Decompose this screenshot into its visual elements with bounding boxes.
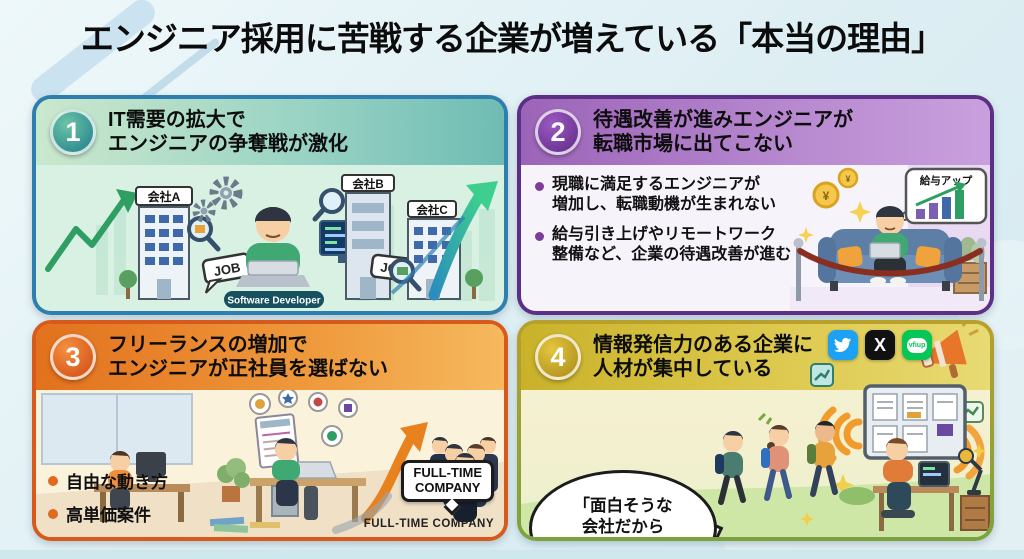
panel-3-number-badge: 3: [50, 334, 96, 380]
relaxed-engineer-figure: [869, 206, 908, 285]
panel-3-art: [36, 390, 504, 537]
social-icons-row: X vfiup: [828, 330, 932, 360]
bush: [839, 487, 875, 505]
panel-2-better-conditions: 2 待遇改善が進みエンジニアが 転職市場に出てこない 現職に満足するエンジニアが…: [517, 95, 994, 315]
panel-3-bullets: 自由な動き方 高単価案件: [48, 468, 233, 534]
transition-arrow-icon: [332, 422, 428, 534]
chart-phone-icon: [810, 363, 834, 387]
panel-3-illustration: 自由な動き方 高単価案件 FULL-TIME COMPANY FULL-TIME…: [36, 390, 504, 537]
developer-badge: Software Developer: [224, 291, 324, 308]
bullet-item: 現職に満足するエンジニアが 増加し、転職動機が生まれない: [535, 175, 803, 215]
books-stack: [209, 516, 280, 533]
panel-1-illustration: 会社A: [36, 165, 504, 311]
panel-2-art: ¥ ¥ 給与アップ: [790, 165, 990, 311]
bullet-item: 給与引き上げやリモートワーク 整備など、企業の待遇改善が進む: [535, 225, 803, 265]
panel-2-bullets: 現職に満足するエンジニアが 増加し、転職動機が生まれない 給与引き上げやリモート…: [535, 175, 803, 275]
panel-2-header: 2 待遇改善が進みエンジニアが 転職市場に出てこない: [521, 99, 990, 165]
bullet-item: 自由な動き方: [48, 468, 233, 493]
panel-4-title: 情報発信力のある企業に 人材が集中している: [593, 333, 813, 380]
panel-1-art: 会社A: [45, 174, 498, 308]
building-company-a: 会社A: [135, 186, 193, 300]
full-time-company-sign: FULL-TIME COMPANY: [401, 460, 494, 502]
company-b-label: 会社B: [351, 177, 383, 191]
rope-barrier: [793, 238, 987, 301]
magnifier-icon: [187, 216, 221, 252]
tree-icon: [119, 270, 137, 299]
building-windows: [145, 215, 183, 265]
x-icon: X: [865, 330, 895, 360]
motion-marks: [757, 412, 773, 425]
sparkle-icons: [800, 444, 986, 526]
bullet-item: 高単価案件: [48, 501, 233, 526]
panel-4-information-power: 4 情報発信力のある企業に 人材が集中している X vfiup: [517, 320, 994, 541]
freelancer-center-figure: [250, 438, 366, 522]
panel-3-title: フリーランスの増加で エンジニアが正社員を選ばない: [108, 333, 388, 380]
twitter-icon: [828, 330, 858, 360]
walking-candidates-group: [715, 412, 838, 505]
panel-1-title: IT需要の拡大で エンジニアの争奪戦が激化: [108, 108, 348, 155]
growth-arrow-icon: [45, 189, 138, 272]
gear-icon: [192, 176, 243, 223]
svg-text:¥: ¥: [823, 189, 830, 203]
company-c-label: 会社C: [415, 203, 447, 217]
job-bubble-left-label: JOB: [213, 260, 242, 279]
job-board-monitor: [863, 384, 967, 460]
bullet-dot: [535, 182, 544, 191]
skill-bubble-icons: [249, 390, 358, 447]
bullet-dot: [48, 508, 58, 519]
developer-figure: [236, 207, 310, 287]
building-company-b: 会社B: [341, 174, 395, 300]
panel-2-number-badge: 2: [535, 109, 581, 155]
sparkle-icons: [798, 201, 871, 243]
panel-1-it-demand: 1 IT需要の拡大で エンジニアの争奪戦が激化: [32, 95, 508, 315]
panel-2-title: 待遇改善が進みエンジニアが 転職市場に出てこない: [593, 108, 853, 155]
big-growth-arrow-icon: [390, 181, 498, 301]
coin-icons: ¥ ¥: [812, 167, 859, 209]
company-engineer-figure: [873, 438, 959, 531]
panel-3-header: 3 フリーランスの増加で エンジニアが正社員を選ばない: [36, 324, 504, 390]
line-icon: vfiup: [902, 330, 932, 360]
svg-text:¥: ¥: [845, 174, 850, 184]
job-bubble-left: JOB: [201, 252, 253, 294]
salary-up-bubble: 給与アップ: [891, 167, 988, 225]
walker-figure: [715, 431, 746, 505]
walker-figure: [761, 425, 792, 501]
panel-1-number-badge: 1: [50, 109, 96, 155]
desk-lamp-icon: [958, 448, 983, 495]
plant-icon: [217, 458, 250, 502]
bullet-dot: [535, 232, 544, 241]
deco-bottom-strip: [0, 550, 1024, 559]
drawer-icon: [960, 495, 990, 531]
bullet-dot: [48, 475, 58, 486]
tree-icon: [465, 269, 483, 299]
magnifier-icon: [312, 188, 345, 222]
panel-2-illustration: ¥ ¥ 給与アップ: [521, 165, 990, 311]
page-title: エンジニア採用に苦戦する企業が増えている「本当の理由」: [80, 20, 944, 57]
panel-4-art-main: [521, 324, 990, 537]
panel-3-freelance: 3 フリーランスの増加で エンジニアが正社員を選ばない: [32, 320, 508, 541]
company-a-label: 会社A: [148, 189, 181, 204]
walker-figure: [807, 421, 838, 497]
freelancer-left-figure: [94, 451, 190, 522]
developer-badge-label: Software Developer: [227, 296, 320, 307]
panel-4-number-badge: 4: [535, 334, 581, 380]
panel-4-illustration: 「面白そうな 会社だから 話を聞いてみよう」: [521, 324, 990, 537]
full-time-company-caption: FULL-TIME COMPANY: [363, 518, 494, 530]
panel-1-header: 1 IT需要の拡大で エンジニアの争奪戦が激化: [36, 99, 504, 165]
